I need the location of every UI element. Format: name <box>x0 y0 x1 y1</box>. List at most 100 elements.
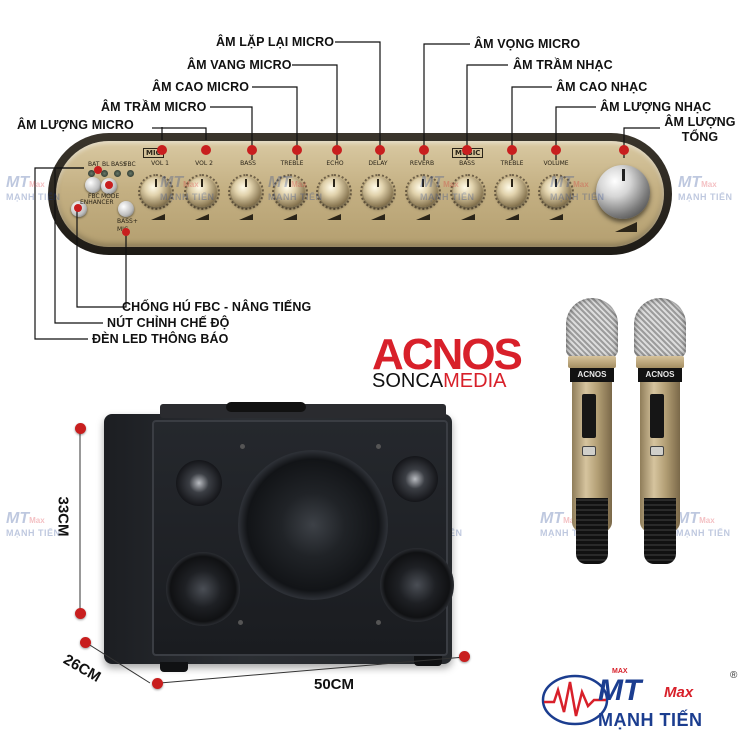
callout-nut-chinh-che-do: NÚT CHỈNH CHẾ ĐỘ <box>107 316 230 330</box>
vol2-knob[interactable] <box>187 177 217 207</box>
music-treble-ramp-icon <box>505 214 519 220</box>
mic-treble-ramp-icon <box>283 214 297 220</box>
master-volume-ramp-icon <box>615 222 637 232</box>
speaker-foot-right <box>414 656 442 666</box>
height-dimension: 33CM <box>54 496 72 537</box>
waveform-icon <box>541 674 609 726</box>
media-word: MEDIA <box>443 370 507 392</box>
dim-line-width <box>159 656 466 684</box>
reverb-knob[interactable] <box>408 177 438 207</box>
indicator-label-bat: BAT <box>88 161 100 168</box>
knob-label-volume: VOLUME <box>543 160 569 167</box>
screw-icon <box>238 620 243 625</box>
vol1-knob[interactable] <box>141 177 171 207</box>
knob-label-echo: ECHO <box>326 160 344 167</box>
mic2-power-button[interactable] <box>650 446 664 456</box>
indicator-label-bl: BL <box>102 161 110 168</box>
speaker-handle <box>226 402 306 412</box>
callout-am-luong-nhac: ÂM LƯỢNG NHẠC <box>600 100 712 114</box>
knob-label-music-treble: TREBLE <box>500 160 524 167</box>
delay-knob[interactable] <box>363 177 393 207</box>
mic1-display <box>582 394 596 438</box>
callout-am-luong-tong: ÂM LƯỢNG TỔNG <box>663 115 737 145</box>
dim-dot-depth-back <box>80 637 91 648</box>
echo-knob[interactable] <box>319 177 349 207</box>
music-bass-knob[interactable] <box>453 177 483 207</box>
mic2-grip <box>644 498 676 564</box>
master-volume-knob[interactable] <box>596 165 650 219</box>
music-volume-ramp-icon <box>549 214 563 220</box>
logo-max: Max <box>664 684 694 701</box>
mic2-grille <box>634 298 686 358</box>
mtmax-logo: MAX MT Max ® MẠNH TIẾN <box>540 666 740 736</box>
echo-ramp-icon <box>327 214 341 220</box>
knob-label-mic-treble: TREBLE <box>280 160 304 167</box>
mic1-ring <box>568 356 616 368</box>
dim-dot-width-left <box>152 678 163 689</box>
music-volume-knob[interactable] <box>541 177 571 207</box>
indicator-label-fbc: FBC <box>124 161 136 168</box>
vol2-scale <box>184 174 220 210</box>
mic1-power-button[interactable] <box>582 446 596 456</box>
callout-am-luong-tong-line2: TỔNG <box>681 130 719 144</box>
music-treble-scale <box>494 174 530 210</box>
delay-scale <box>360 174 396 210</box>
led-bass-indicator <box>114 170 121 177</box>
knob-label-mic-bass: BASS <box>240 160 256 167</box>
dim-dot-width-right <box>459 651 470 662</box>
music-treble-knob[interactable] <box>497 177 527 207</box>
mic1-brand: ACNOS <box>577 370 607 379</box>
wireless-microphone-2: ACNOS <box>634 298 686 568</box>
mic-treble-scale <box>272 174 308 210</box>
mic2-band: ACNOS <box>638 368 682 382</box>
mic-bass-knob[interactable] <box>231 177 261 207</box>
callout-am-cao-nhac: ÂM CAO NHẠC <box>556 80 648 94</box>
mic1-grille <box>566 298 618 358</box>
wireless-microphone-1: ACNOS <box>566 298 618 568</box>
logo-max-badge: MAX <box>612 668 628 675</box>
knob-label-music-bass: BASS <box>459 160 475 167</box>
led-bl-indicator <box>101 170 108 177</box>
screw-icon <box>240 444 245 449</box>
bass-button-label: BASS+ <box>117 218 138 225</box>
callout-am-lap-lai-micro: ÂM LẶP LẠI MICRO <box>216 35 335 49</box>
mic-treble-knob[interactable] <box>275 177 305 207</box>
mid-driver-right <box>380 548 454 622</box>
music-bass-scale <box>450 174 486 210</box>
logo-mt: MT <box>598 674 642 707</box>
mic-bass-scale <box>228 174 264 210</box>
bass-mic-button[interactable] <box>118 201 134 217</box>
dim-dot-height-bottom <box>75 608 86 619</box>
tweeter-right <box>392 456 438 502</box>
screw-icon <box>376 444 381 449</box>
logo-company-name: MẠNH TIẾN <box>598 710 703 730</box>
screw-icon <box>376 620 381 625</box>
knob-label-delay: DELAY <box>368 160 388 167</box>
mic1-band: ACNOS <box>570 368 614 382</box>
callout-am-tram-nhac: ÂM TRẦM NHẠC <box>513 58 613 72</box>
mic2-ring <box>636 356 684 368</box>
indicator-label-bass: BASS <box>111 161 127 168</box>
mode-label: MODE <box>101 193 120 200</box>
mic2-display <box>650 394 664 438</box>
callout-am-vong-micro: ÂM VỌNG MICRO <box>474 37 581 51</box>
callout-am-tram-micro: ÂM TRẦM MICRO <box>101 100 207 114</box>
led-fbc-indicator <box>127 170 134 177</box>
knob-label-reverb: REVERB <box>409 160 435 167</box>
dim-line-depth <box>84 641 151 684</box>
reverb-scale <box>405 174 441 210</box>
woofer-driver <box>238 450 388 600</box>
width-dimension: 50CM <box>314 676 355 693</box>
music-bass-ramp-icon <box>461 214 475 220</box>
vol1-scale <box>138 174 174 210</box>
mid-driver-left <box>166 552 240 626</box>
echo-scale <box>316 174 352 210</box>
mic-bass-ramp-icon <box>239 214 253 220</box>
